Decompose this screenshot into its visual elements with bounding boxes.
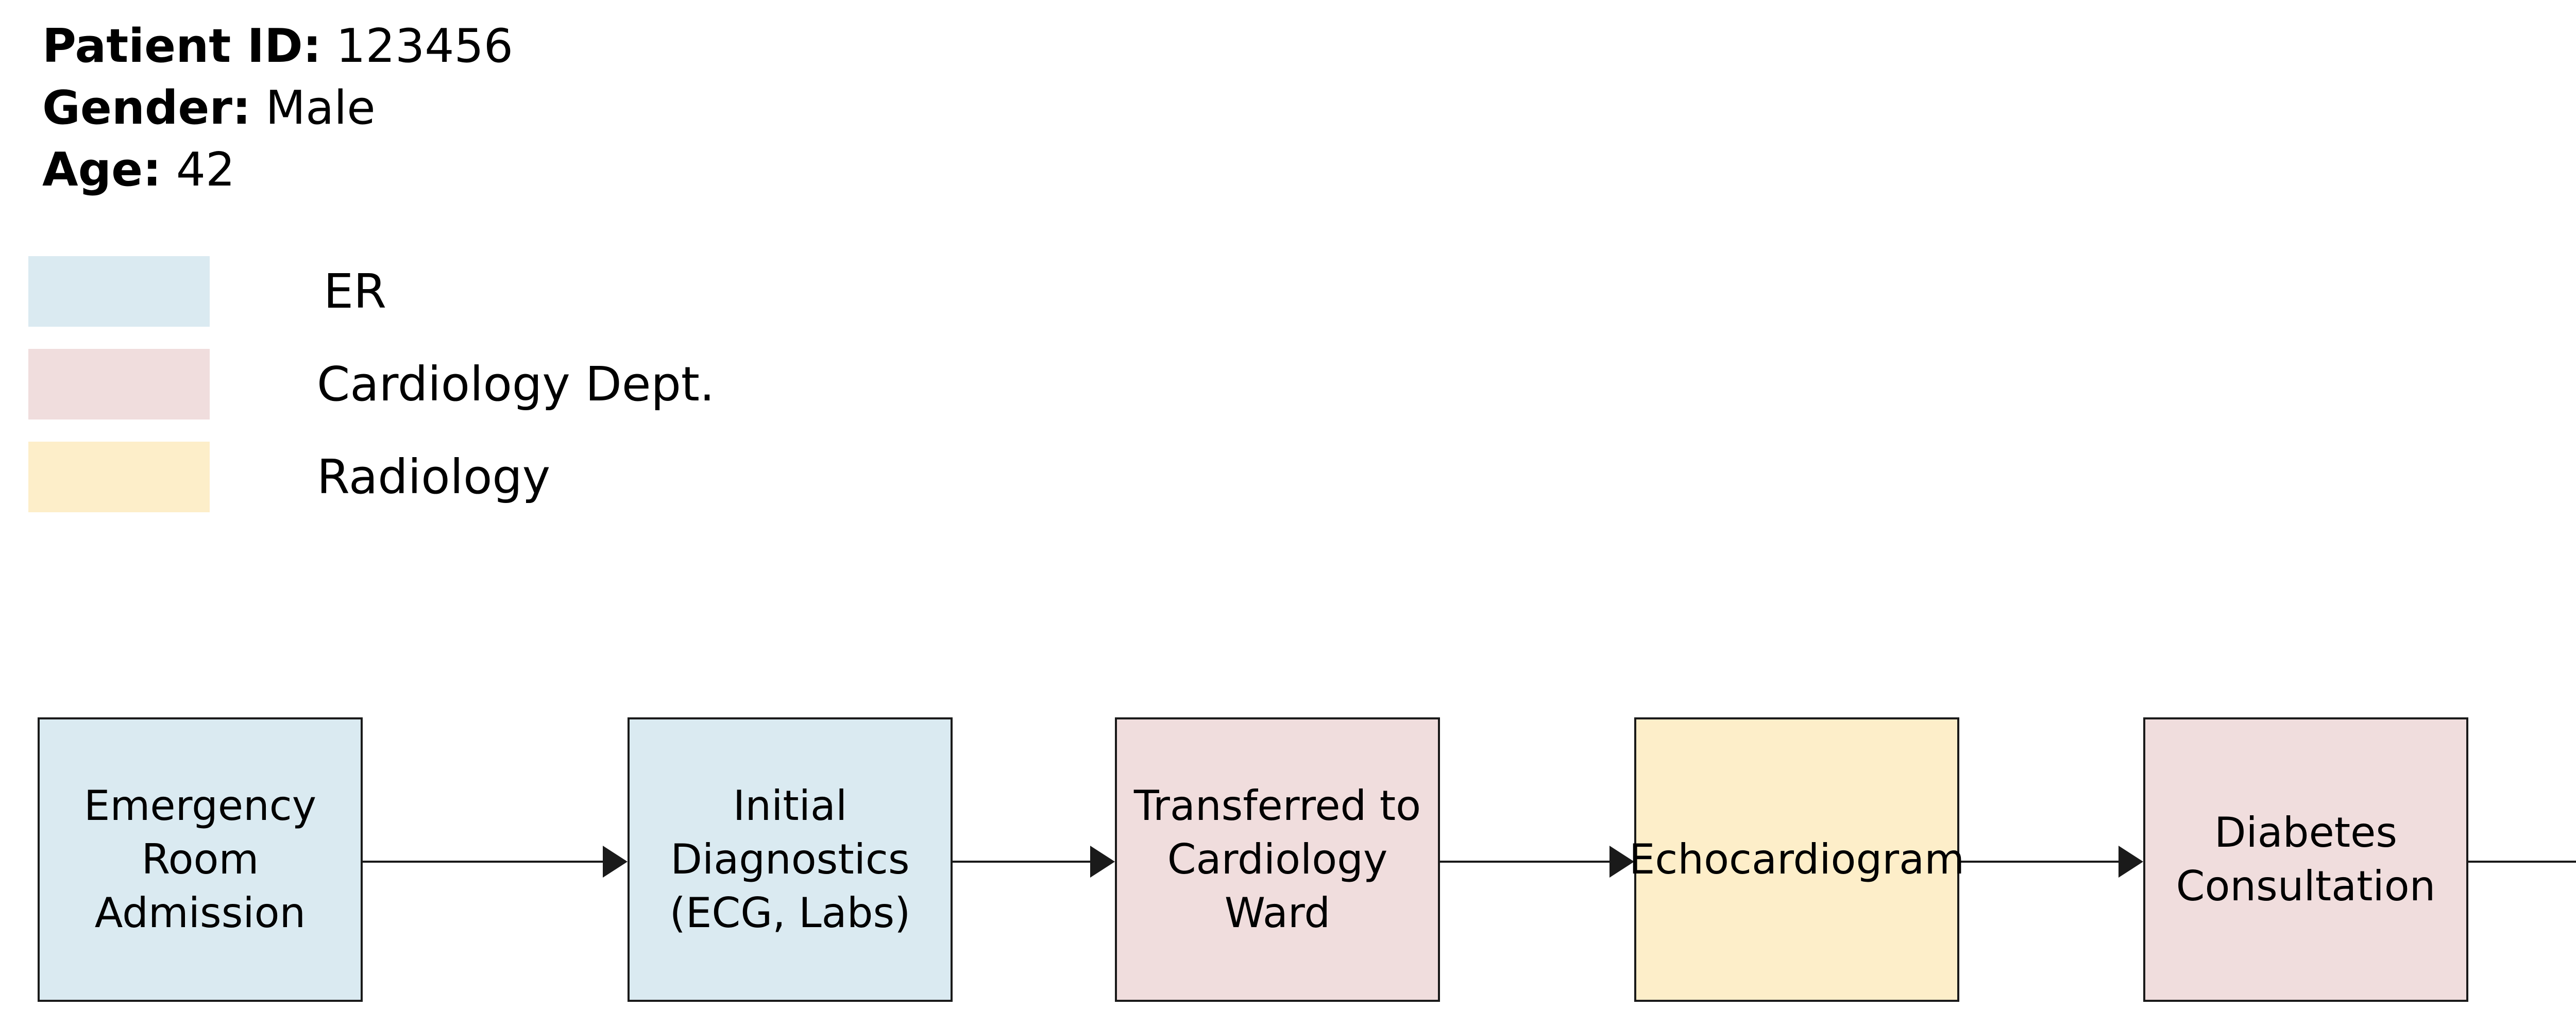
age-label: Age:	[42, 143, 162, 197]
flow-node-echocardiogram[interactable]: Echocardiogram	[1629, 717, 1964, 1002]
arrow-shaft-icon	[2468, 861, 2576, 863]
gender-line: Gender: Male	[42, 77, 513, 139]
arrow-shaft-icon	[1440, 861, 1611, 863]
legend-item-er: ER	[0, 256, 2576, 327]
gender-label: Gender:	[42, 81, 251, 135]
flow-node-initial-diagnostics-ecg-labs[interactable]: Initial Diagnostics (ECG, Labs)	[628, 717, 953, 1002]
legend-label-radiology: Radiology	[317, 449, 551, 505]
flow-node-label: Diabetes Consultation	[2176, 809, 2436, 910]
patient-id-line: Patient ID: 123456	[42, 15, 513, 77]
flow-node-label: Emergency Room Admission	[83, 782, 317, 937]
legend-item-radiology: Radiology	[0, 442, 2576, 512]
flow-node-emergency-room-admission[interactable]: Emergency Room Admission	[38, 717, 363, 1002]
arrow-head-icon	[603, 846, 628, 878]
arrow-head-icon	[2119, 846, 2143, 878]
legend-swatch-cardiology	[28, 349, 210, 419]
department-legend: ER Cardiology Dept. Radiology	[0, 256, 2576, 534]
arrow-shaft-icon	[953, 861, 1091, 863]
arrow-shaft-icon	[1959, 861, 2120, 863]
patient-header: Patient ID: 123456 Gender: Male Age: 42	[42, 15, 513, 201]
age-value: 42	[161, 143, 235, 197]
flow-node-label: Initial Diagnostics (ECG, Labs)	[669, 782, 911, 937]
legend-label-er: ER	[324, 264, 387, 319]
arrow-head-icon	[1609, 846, 1634, 878]
legend-item-cardiology: Cardiology Dept.	[0, 349, 2576, 419]
arrow-shaft-icon	[363, 861, 604, 863]
legend-swatch-er	[28, 256, 210, 327]
legend-swatch-radiology	[28, 442, 210, 512]
age-line: Age: 42	[42, 139, 513, 201]
flow-node-label: Transferred to Cardiology Ward	[1133, 782, 1421, 937]
flow-node-transferred-to-cardiology-ward[interactable]: Transferred to Cardiology Ward	[1115, 717, 1440, 1002]
patient-id-label: Patient ID:	[42, 19, 321, 73]
patient-id-value: 123456	[321, 19, 513, 73]
legend-label-cardiology: Cardiology Dept.	[317, 357, 715, 412]
gender-value: Male	[250, 81, 376, 135]
patient-journey-flowchart: Emergency Room Admission Initial Diagnost…	[0, 717, 2576, 1006]
flow-node-diabetes-consultation[interactable]: Diabetes Consultation	[2143, 717, 2468, 1002]
flow-node-label: Echocardiogram	[1629, 835, 1965, 883]
arrow-head-icon	[1090, 846, 1115, 878]
